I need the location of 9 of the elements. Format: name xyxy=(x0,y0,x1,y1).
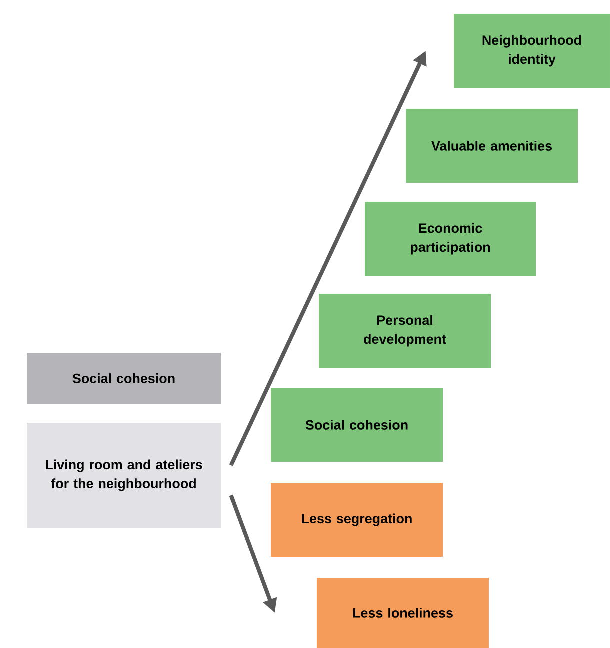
outcome-box: Neighbourhood identity xyxy=(454,14,610,88)
outcome-box: Personal development xyxy=(319,294,491,368)
outcome-box: Less loneliness xyxy=(317,578,489,648)
outcome-box: Less segregation xyxy=(271,483,443,557)
label-box: Social cohesion xyxy=(27,353,221,404)
outcome-box: Valuable amenities xyxy=(406,109,578,183)
outcome-box: Social cohesion xyxy=(271,388,443,462)
process-box: Living room and ateliers for the neighbourhood xyxy=(27,423,221,528)
outcome-box: Economic participation xyxy=(365,202,536,276)
